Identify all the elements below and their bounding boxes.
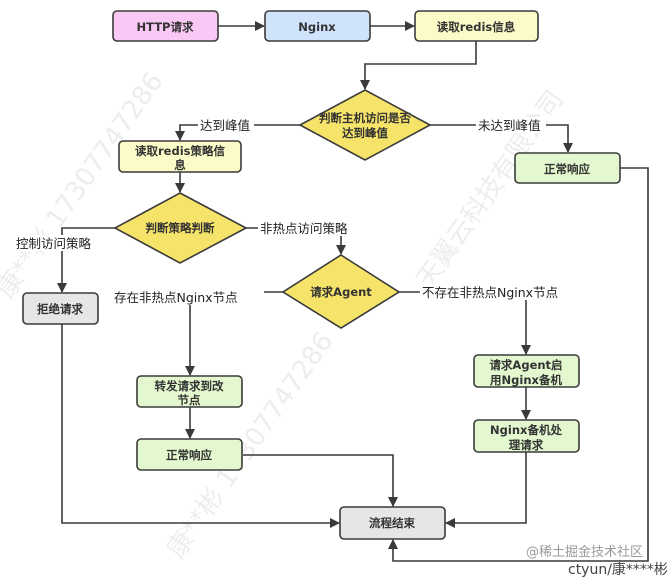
- edge-right-response-to-end: [388, 167, 649, 562]
- watermark-text: 天翼云科技有限公司: [411, 85, 570, 294]
- node-agent-enable-backup[interactable]: 请求Agent启 用Nginx备机: [473, 354, 580, 388]
- node-backup-handle[interactable]: Nginx备机处 理请求: [473, 419, 580, 453]
- edge-reject-to-end: [61, 324, 340, 528]
- node-label: 正常响应: [166, 448, 212, 462]
- edge-backup-to-end: [445, 452, 527, 528]
- node-label: 达到峰值: [342, 126, 388, 140]
- node-label: 用Nginx备机: [489, 373, 562, 387]
- node-nginx[interactable]: Nginx: [264, 10, 371, 42]
- edge-not-exists-node: [399, 291, 531, 355]
- node-forward-request[interactable]: 转发请求到改 节点: [136, 375, 243, 408]
- edge-control-policy: [57, 227, 115, 293]
- site-credit: @稀土掘金技术社区: [526, 544, 643, 560]
- node-label: HTTP请求: [136, 20, 194, 34]
- edge-peak-reached: [175, 124, 300, 141]
- label-control-policy: 控制访问策略: [16, 236, 92, 251]
- label-not-exists-node: 不存在非热点Nginx节点: [422, 285, 558, 300]
- node-label: 读取redis信息: [437, 20, 516, 34]
- edge-labels: 达到峰值 未达到峰值 控制访问策略 非热点访问策略 存在非热点Nginx节点 不…: [14, 117, 588, 305]
- decision-policy[interactable]: 判断策略判断: [113, 192, 248, 264]
- label-peak-reached: 达到峰值: [200, 118, 250, 133]
- node-end[interactable]: 流程结束: [339, 506, 446, 540]
- node-label: 转发请求到改: [155, 379, 224, 393]
- node-label: 请求Agent: [310, 285, 372, 299]
- decision-peak[interactable]: 判断主机访问是否 达到峰值: [298, 89, 432, 161]
- decision-request-agent[interactable]: 请求Agent: [281, 254, 401, 329]
- nodes: HTTP请求 Nginx 读取redis信息 判断主机访问是否 达到峰值 读取r…: [22, 10, 621, 540]
- label-peak-not-reached: 未达到峰值: [478, 118, 541, 133]
- node-http-request[interactable]: HTTP请求: [112, 10, 219, 42]
- edge-redis-to-peak-decision: [360, 41, 477, 90]
- node-read-redis[interactable]: 读取redis信息: [414, 10, 539, 42]
- node-label: 判断主机访问是否: [319, 111, 411, 125]
- node-label: 正常响应: [544, 162, 590, 176]
- node-normal-response-mid[interactable]: 正常响应: [136, 438, 243, 471]
- label-non-hotspot-policy: 非热点访问策略: [260, 221, 348, 236]
- node-label: 拒绝请求: [37, 302, 83, 316]
- watermark-text: 康**彬 17307747286: [0, 67, 170, 304]
- label-exists-node: 存在非热点Nginx节点: [114, 290, 238, 305]
- node-label: 流程结束: [369, 516, 415, 530]
- node-label: 理请求: [509, 438, 544, 452]
- node-label: 请求Agent启: [489, 358, 562, 372]
- edge-mid-response-to-end: [243, 454, 398, 507]
- node-label: Nginx: [298, 20, 336, 34]
- node-label: 节点: [178, 393, 201, 407]
- node-normal-response-right[interactable]: 正常响应: [514, 152, 621, 184]
- node-read-policy[interactable]: 读取redis策略信 息: [118, 140, 242, 173]
- author-credit: ctyun/康****彬: [568, 561, 668, 578]
- node-label: 判断策略判断: [146, 221, 215, 235]
- node-reject-request[interactable]: 拒绝请求: [22, 292, 99, 325]
- node-label: Nginx备机处: [490, 423, 562, 437]
- node-label: 读取redis策略信: [135, 144, 225, 158]
- node-label: 息: [174, 158, 186, 172]
